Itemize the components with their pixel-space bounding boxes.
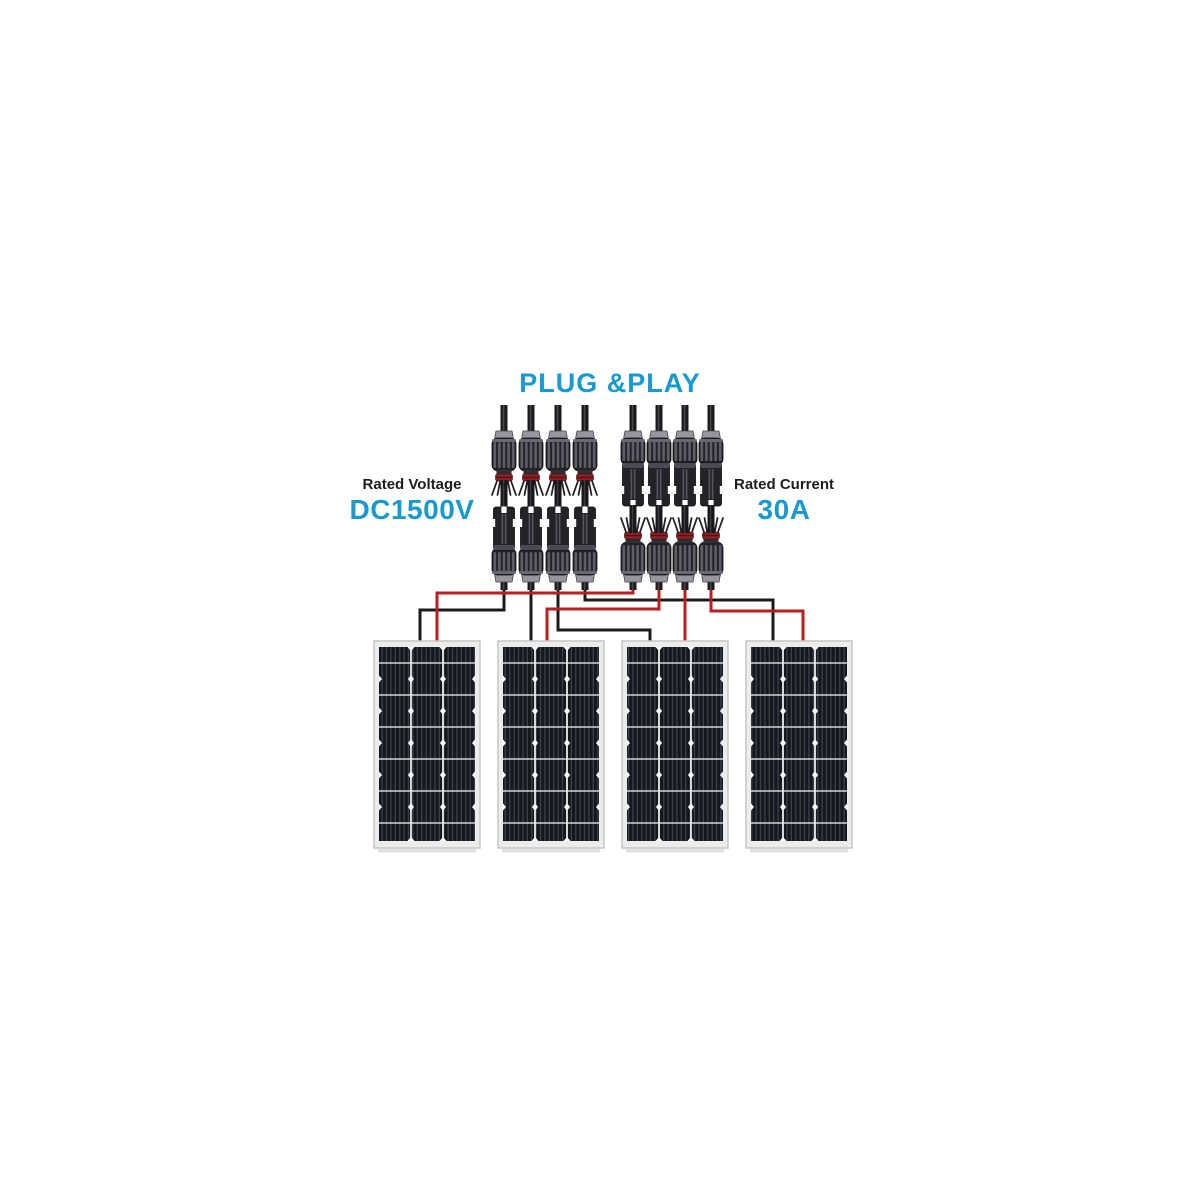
mc4-connector-male-down — [672, 405, 698, 507]
wire-red — [545, 572, 661, 652]
mc4-connector-male-up — [572, 506, 598, 590]
solar-panel — [497, 640, 605, 853]
wire-black — [418, 572, 506, 652]
mc4-connector-female-up — [620, 505, 646, 590]
mc4-connector-male-up — [545, 506, 571, 590]
solar-panel — [373, 640, 481, 853]
mc4-connector-female-up — [646, 505, 672, 590]
mc4-connector-female-down — [491, 405, 517, 508]
mc4-connector-female-down — [518, 405, 544, 508]
rated-voltage-block: Rated Voltage DC1500V — [350, 476, 475, 524]
solar-panel — [745, 640, 853, 853]
solar-panel — [621, 640, 729, 853]
wire-red — [709, 572, 805, 652]
rated-current-label: Rated Current — [733, 476, 835, 493]
rated-voltage-value: DC1500V — [349, 494, 475, 525]
rated-voltage-label: Rated Voltage — [362, 476, 462, 493]
mc4-connector-female-down — [545, 405, 571, 508]
mc4-connector-male-down — [620, 405, 646, 507]
wire-red — [435, 572, 635, 652]
mc4-connector-female-up — [698, 505, 724, 590]
mc4-connector-female-down — [572, 405, 598, 508]
mc4-connector-female-up — [672, 505, 698, 590]
mc4-connector-male-down — [698, 405, 724, 507]
mc4-connector-male-up — [491, 506, 517, 590]
mc4-connector-male-up — [518, 506, 544, 590]
mc4-connector-male-down — [646, 405, 672, 507]
wires-layer — [418, 572, 805, 652]
rated-current-value: 30A — [757, 494, 811, 525]
plug-play-title: PLUG &PLAY — [519, 368, 701, 398]
rated-current-block: Rated Current 30A — [734, 476, 834, 524]
